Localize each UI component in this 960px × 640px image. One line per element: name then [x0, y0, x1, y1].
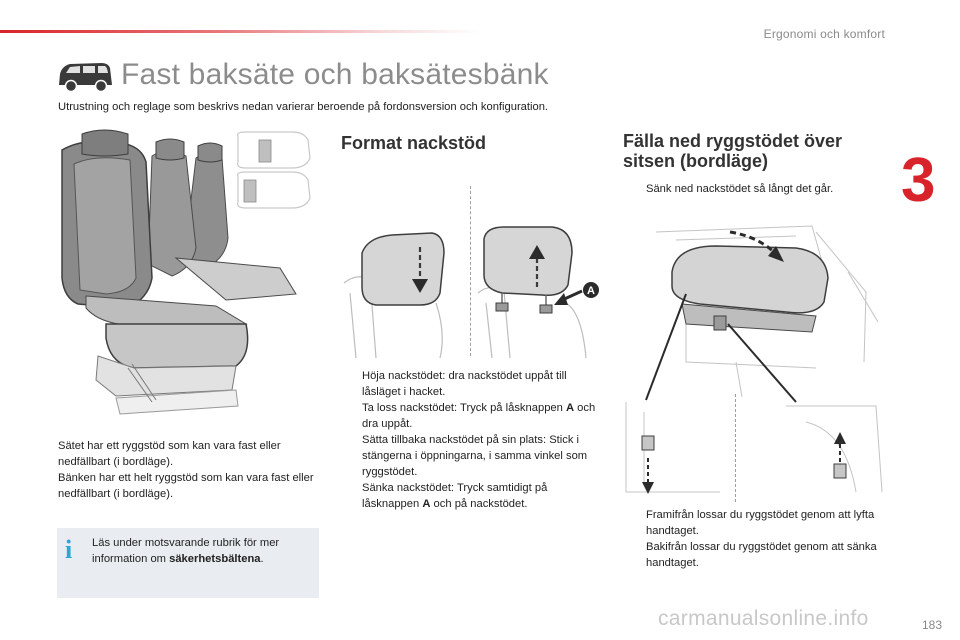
table-mode-steps-2: Framifrån lossar du ryggstödet genom att… — [624, 507, 894, 571]
info-link-seatbelts: säkerhetsbältena — [169, 553, 261, 565]
info-icon: i — [65, 535, 73, 564]
table-mode-illustration — [625, 225, 883, 494]
info-text: Läs under motsvarande rubrik för mer inf… — [92, 535, 314, 567]
headrest-instructions: Höja nackstödet: dra nackstödet uppåt ti… — [340, 368, 605, 512]
instruction-raise: Höja nackstödet: dra nackstödet uppåt ti… — [362, 370, 567, 398]
headrest-divider — [470, 186, 471, 356]
list-item: Bakifrån lossar du ryggstödet genom att … — [624, 539, 894, 571]
heading-table-mode: Fälla ned ryggstödet över sitsen (bordlä… — [623, 131, 843, 171]
instruction-lower-label: A — [422, 498, 431, 510]
instruction-remove-label: A — [565, 402, 575, 414]
headrest-illustration: A — [343, 226, 599, 358]
instruction-lower-end: och på nackstödet. — [430, 498, 528, 510]
rear-seat-illustration — [56, 128, 322, 418]
info-box: i Läs under motsvarande rubrik för mer i… — [57, 528, 319, 598]
instruction-lower-headrest: Sänk ned nackstödet så långt det går. — [646, 183, 834, 195]
table-mode-step-1: Sänk ned nackstödet så långt det går. — [624, 181, 894, 197]
instruction-lower: Sänka nackstödet: Tryck samtidigt på lås… — [362, 482, 548, 510]
heading-headrest: Format nackstöd — [341, 133, 487, 153]
info-text-end: . — [260, 553, 264, 565]
list-item: Ta loss nackstödet: Tryck på låsknappen … — [340, 400, 605, 432]
seat-description: Sätet har ett ryggstöd som kan vara fast… — [58, 438, 320, 502]
list-item: Framifrån lossar du ryggstödet genom att… — [624, 507, 894, 539]
list-item: Höja nackstödet: dra nackstödet uppåt ti… — [340, 368, 605, 400]
van-icon — [59, 63, 112, 93]
list-item: Sänk ned nackstödet så långt det går. — [624, 181, 894, 197]
label-a: A — [587, 285, 595, 297]
seat-description-line-2: Bänken har ett helt ryggstöd som kan var… — [58, 472, 314, 500]
instruction-release-rear: Bakifrån lossar du ryggstödet genom att … — [646, 541, 877, 569]
info-text-body: Läs under motsvarande rubrik för mer inf… — [92, 537, 280, 565]
list-item: Sätta tillbaka nackstödet på sin plats: … — [340, 432, 605, 480]
list-item: Sänka nackstödet: Tryck samtidigt på lås… — [340, 480, 605, 512]
instruction-remove: Ta loss nackstödet: Tryck på låsknappen — [362, 402, 566, 414]
section-header: Ergonomi och komfort — [763, 27, 885, 41]
table-mode-divider — [735, 394, 736, 502]
header-accent-rule — [0, 30, 480, 33]
intro-text: Utrustning och reglage som beskrivs neda… — [58, 101, 549, 113]
instruction-refit: Sätta tillbaka nackstödet på sin plats: … — [362, 434, 588, 478]
page-title: Fast baksäte och baksätesbänk — [121, 58, 549, 91]
instruction-release-front: Framifrån lossar du ryggstödet genom att… — [646, 509, 875, 537]
page-number: 183 — [921, 618, 942, 632]
chapter-number: 3 — [901, 146, 936, 215]
seat-description-line-1: Sätet har ett ryggstöd som kan vara fast… — [58, 440, 281, 468]
watermark: carmanualsonline.info — [658, 607, 869, 630]
instruction-remove-end: och dra uppåt. — [362, 402, 596, 430]
